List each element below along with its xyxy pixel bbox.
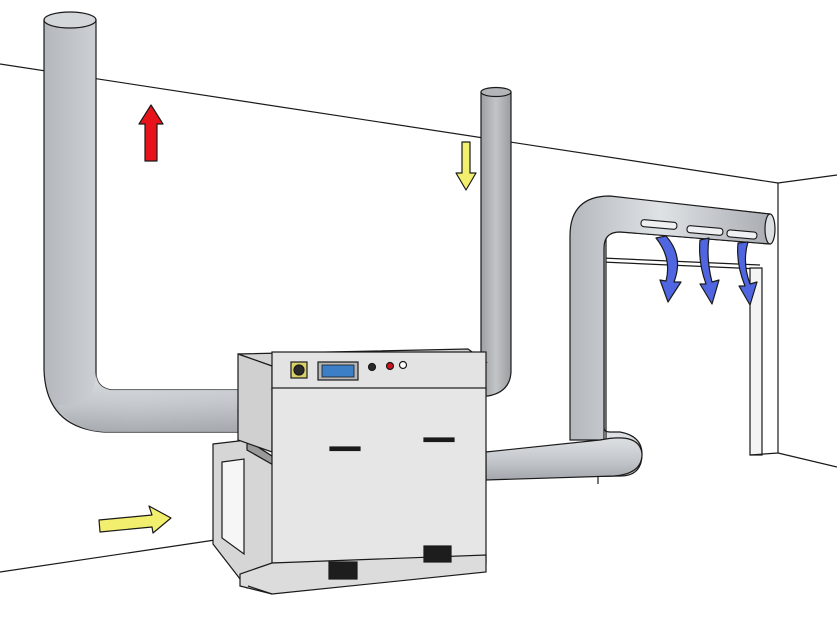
reactivation-intake-arrow-icon bbox=[455, 141, 477, 191]
doorway bbox=[601, 257, 779, 456]
dry-air-arrow-icon-1 bbox=[655, 235, 682, 303]
supply-vent-1 bbox=[640, 219, 678, 230]
wall-ceiling-edge bbox=[0, 63, 779, 184]
unit-handle-left bbox=[329, 446, 361, 452]
supply-vent-grille-icon bbox=[640, 219, 758, 240]
dry-air-arrow-icon-3 bbox=[737, 241, 758, 306]
unit-side bbox=[237, 353, 273, 453]
airflow-arrows bbox=[98, 104, 758, 534]
rotary-knob-icon bbox=[293, 364, 305, 376]
unit-handle-right bbox=[423, 437, 455, 443]
reactivation-intake-duct bbox=[480, 86, 512, 397]
unit-control-panel bbox=[271, 351, 487, 391]
exhaust-duct bbox=[43, 11, 257, 433]
supply-duct-end-cap bbox=[764, 213, 776, 245]
unit-front bbox=[271, 387, 487, 564]
floor-edge-left bbox=[0, 539, 216, 573]
room-walls bbox=[0, 63, 837, 573]
exhaust-duct-top-opening bbox=[43, 11, 97, 29]
ceiling-edge-right bbox=[777, 174, 837, 184]
unit-foot-right bbox=[423, 545, 452, 563]
floor-edge-right bbox=[777, 452, 837, 468]
dehumidifier-unit-icon bbox=[212, 348, 488, 595]
dry-air-arrow-icon-2 bbox=[699, 237, 720, 305]
indicator-light-white bbox=[398, 360, 408, 370]
supply-vent-2 bbox=[686, 225, 724, 236]
unit-foot-left bbox=[328, 561, 358, 580]
exhaust-air-arrow-icon bbox=[138, 104, 164, 162]
process-intake-arrow-icon bbox=[98, 505, 172, 534]
panel-dial bbox=[367, 362, 377, 372]
supply-vent-3 bbox=[726, 229, 758, 240]
indicator-light-red bbox=[385, 361, 395, 371]
supply-duct bbox=[485, 195, 776, 484]
